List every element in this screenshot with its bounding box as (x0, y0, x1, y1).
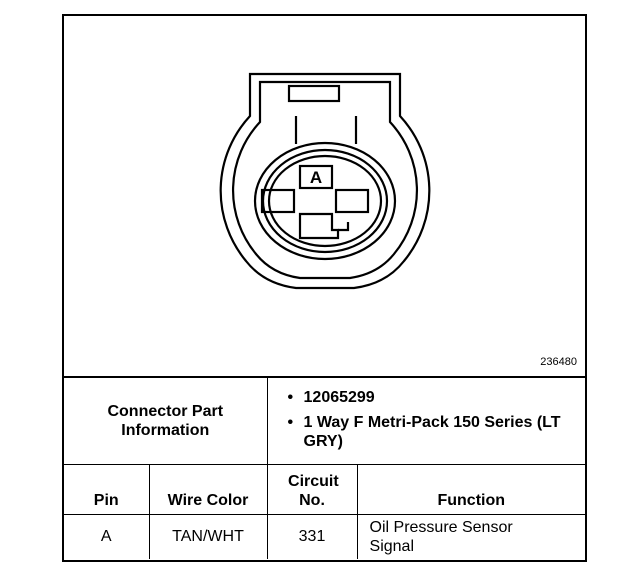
pin-cell: A (64, 514, 150, 559)
function-cell: Oil Pressure Sensor Signal (356, 514, 586, 559)
connector-housing-outline (219, 72, 431, 290)
connector-part-items: 12065299 1 Way F Metri-Pack 150 Series (… (266, 376, 586, 465)
header-pin: Pin (64, 464, 150, 515)
cavity-bottom (298, 212, 340, 240)
header-wire-color: Wire Color (148, 464, 268, 515)
header-circuit: Circuit No. (266, 464, 358, 515)
cavity-a-label: A (310, 168, 322, 187)
mating-face-inner-ring (267, 154, 383, 248)
connector-info-table: Connector Part Information 12065299 1 Wa… (64, 376, 586, 559)
cavity-left (260, 188, 296, 214)
connector-drawing: A (219, 72, 431, 290)
connector-housing-inner-outline (232, 80, 418, 280)
table-row: A TAN/WHT 331 Oil Pressure Sensor Signal (64, 514, 586, 559)
part-description: 1 Way F Metri-Pack 150 Series (LT GRY) (288, 413, 586, 451)
header-function: Function (356, 464, 586, 515)
cavity-right (334, 188, 370, 214)
mating-face-outer-ring (253, 141, 397, 261)
part-number: 12065299 (288, 388, 586, 407)
key-notch (338, 222, 350, 232)
connector-sheet: A 236480 Connector Part Information 1206… (62, 14, 587, 562)
wire-color-cell: TAN/WHT (148, 514, 268, 559)
connector-part-label: Connector Part Information (64, 376, 268, 465)
connector-part-row: Connector Part Information 12065299 1 Wa… (64, 376, 586, 465)
table-header-row: Pin Wire Color Circuit No. Function (64, 464, 586, 515)
lock-tab-slot (287, 84, 341, 103)
cavity-top (298, 164, 334, 190)
circuit-cell: 331 (266, 514, 358, 559)
figure-id: 236480 (540, 356, 577, 368)
